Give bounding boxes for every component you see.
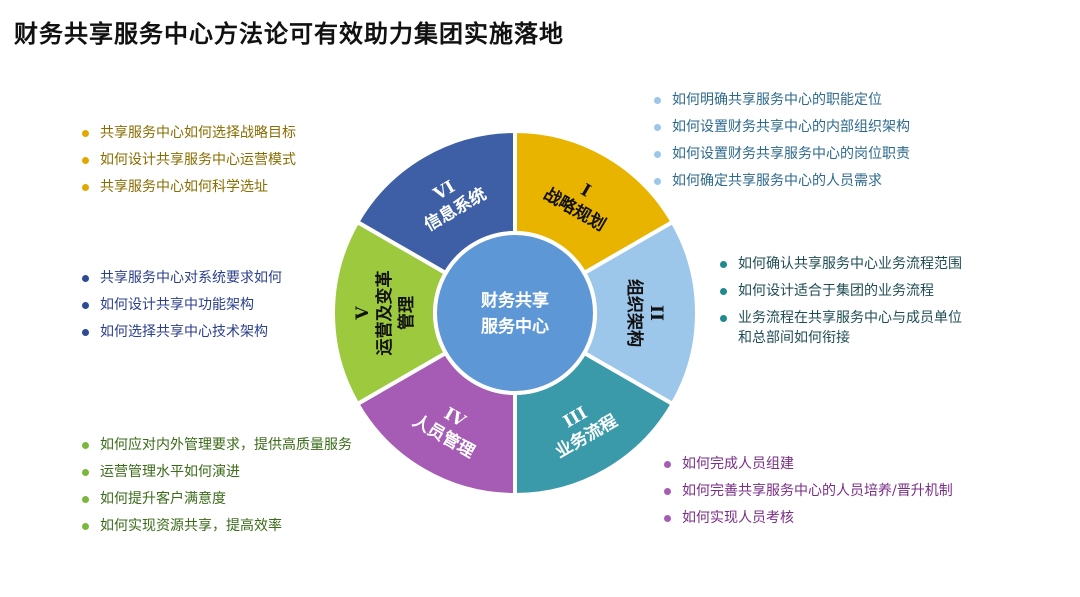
bullet-icon	[82, 523, 89, 530]
bullet-icon	[720, 288, 727, 295]
people-questions: 如何完成人员组建 如何完善共享服务中心的人员培养/晋升机制 如何实现人员考核	[662, 454, 962, 535]
bullet-icon	[82, 184, 89, 191]
list-item: 业务流程在共享服务中心与成员单位和总部间如何衔接	[718, 308, 968, 348]
bullet-icon	[654, 97, 661, 104]
segment-title: 运营及变革	[374, 271, 395, 356]
list-item: 共享服务中心对系统要求如何	[80, 268, 330, 288]
list-item: 如何选择共享中心技术架构	[80, 322, 330, 342]
segment-numeral: II	[646, 305, 666, 321]
list-item: 运营管理水平如何演进	[80, 462, 380, 482]
list-item: 如何确定共享服务中心的人员需求	[652, 171, 972, 191]
bullet-icon	[82, 130, 89, 137]
list-item: 如何实现资源共享，提高效率	[80, 516, 380, 536]
bullet-icon	[664, 461, 671, 468]
center-label-line1: 财务共享	[480, 290, 549, 311]
bullet-icon	[82, 275, 89, 282]
list-item: 共享服务中心如何科学选址	[80, 177, 315, 197]
list-item: 如何设计适合于集团的业务流程	[718, 281, 968, 301]
list-item: 如何设计共享服务中心运营模式	[80, 150, 315, 170]
list-item: 如何提升客户满意度	[80, 489, 380, 509]
segment-title: 管理	[396, 296, 417, 330]
bullet-icon	[664, 515, 671, 522]
segment-numeral: V	[353, 306, 373, 321]
list-item: 如何实现人员考核	[662, 508, 962, 528]
segment-title: 组织架构	[624, 279, 645, 347]
bullet-icon	[654, 124, 661, 131]
list-item: 如何应对内外管理要求，提供高质量服务	[80, 435, 380, 455]
process-questions: 如何确认共享服务中心业务流程范围 如何设计适合于集团的业务流程 业务流程在共享服…	[718, 254, 968, 355]
list-item: 如何完善共享服务中心的人员培养/晋升机制	[662, 481, 962, 501]
list-item: 如何明确共享服务中心的职能定位	[652, 90, 972, 110]
list-item: 如何设置财务共享中心的内部组织架构	[652, 117, 972, 137]
page-title: 财务共享服务中心方法论可有效助力集团实施落地	[14, 20, 564, 48]
strategy-questions: 共享服务中心如何选择战略目标 如何设计共享服务中心运营模式 共享服务中心如何科学…	[80, 123, 315, 204]
operations-questions: 如何应对内外管理要求，提供高质量服务 运营管理水平如何演进 如何提升客户满意度 …	[80, 435, 380, 543]
bullet-icon	[82, 469, 89, 476]
center-label-line2: 服务中心	[481, 316, 549, 337]
bullet-icon	[720, 315, 727, 322]
list-item: 共享服务中心如何选择战略目标	[80, 123, 315, 143]
bullet-icon	[82, 442, 89, 449]
bullet-icon	[82, 157, 89, 164]
bullet-icon	[654, 178, 661, 185]
bullet-icon	[654, 151, 661, 158]
bullet-icon	[664, 488, 671, 495]
bullet-icon	[82, 329, 89, 336]
list-item: 如何设计共享中功能架构	[80, 295, 330, 315]
organization-questions: 如何明确共享服务中心的职能定位 如何设置财务共享中心的内部组织架构 如何设置财务…	[652, 90, 972, 198]
list-item: 如何确认共享服务中心业务流程范围	[718, 254, 968, 274]
list-item: 如何设置财务共享服务中心的岗位职责	[652, 144, 972, 164]
bullet-icon	[82, 302, 89, 309]
systems-questions: 共享服务中心对系统要求如何 如何设计共享中功能架构 如何选择共享中心技术架构	[80, 268, 330, 349]
bullet-icon	[720, 261, 727, 268]
bullet-icon	[82, 496, 89, 503]
center-circle	[433, 231, 597, 395]
list-item: 如何完成人员组建	[662, 454, 962, 474]
